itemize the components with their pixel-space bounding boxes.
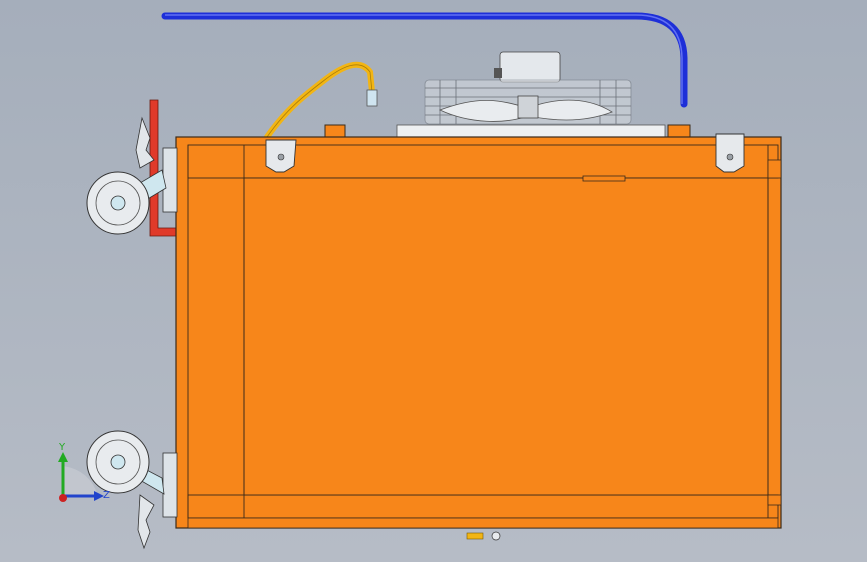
lifting-bracket-right[interactable]: [715, 133, 745, 173]
triad-axes: [58, 452, 104, 502]
bracket-hole-left: [277, 153, 285, 161]
caster-rim-top: [95, 180, 141, 226]
right-tab-bottom: [767, 494, 782, 506]
axis-z-label: Z: [103, 490, 110, 501]
caster-rim-bottom: [95, 439, 141, 485]
caster-wheel-bottom[interactable]: [86, 430, 178, 550]
caster-brake-bottom: [137, 494, 155, 550]
orientation-triad[interactable]: Y Z: [40, 436, 120, 516]
caster-hub-bottom: [110, 454, 126, 470]
axis-z-arrow: [94, 491, 104, 501]
bottom-fitting-nut: [491, 531, 501, 541]
hydraulic-hose[interactable]: [262, 61, 375, 143]
axis-x-marker: [59, 494, 67, 502]
hose-fitting[interactable]: [366, 89, 378, 107]
cooling-fan-assembly[interactable]: [396, 51, 666, 145]
axis-y-label: Y: [59, 442, 66, 453]
right-tab-top: [767, 159, 782, 179]
axis-y-arrow: [58, 452, 68, 462]
caster-hub-top: [110, 195, 126, 211]
panel-slot: [582, 175, 626, 182]
caster-mount-plate-top: [162, 147, 178, 213]
caster-brake-top: [135, 116, 155, 169]
fan-motor-housing: [499, 51, 561, 83]
coolant-pipe-highlight: [165, 14, 683, 104]
hydraulic-hose-edge: [264, 64, 373, 141]
enclosure-main-panel[interactable]: [243, 177, 769, 496]
caster-wheel-top[interactable]: [86, 116, 178, 235]
triad-shadow: [63, 466, 98, 496]
bottom-fitting[interactable]: [466, 532, 484, 540]
main-enclosure[interactable]: [175, 136, 782, 529]
fan-hub: [517, 95, 539, 119]
enclosure-bottom-rail: [187, 494, 779, 519]
bottom-strip: [187, 517, 779, 529]
fan-motor-cap: [494, 68, 502, 78]
caster-mount-plate-bottom: [162, 452, 178, 518]
bracket-hole-right: [726, 153, 734, 161]
